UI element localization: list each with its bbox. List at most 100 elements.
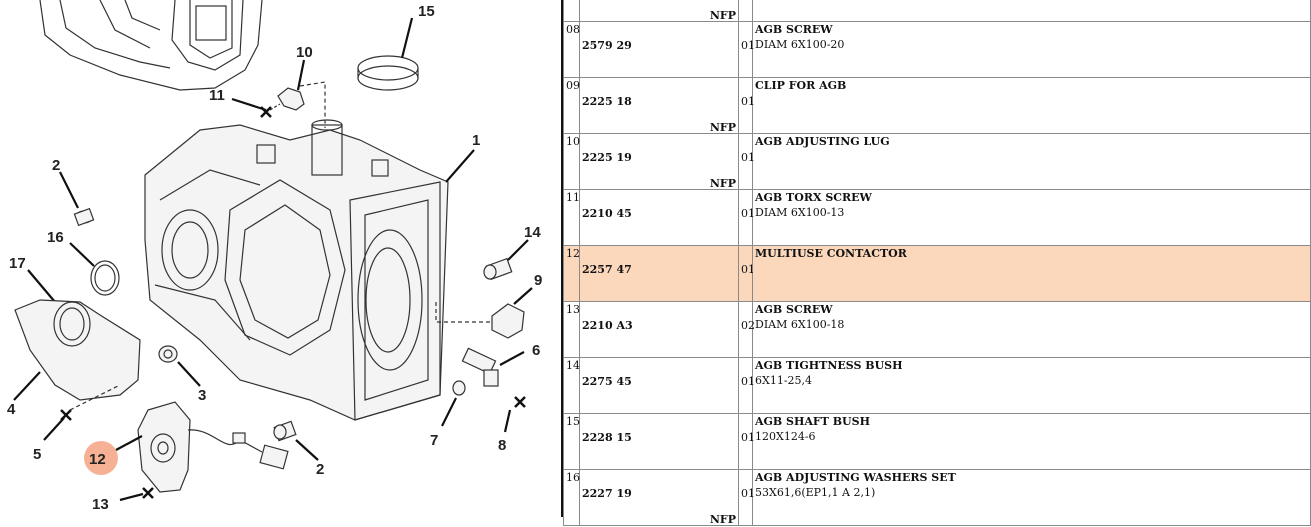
part-8-screw-drawing — [503, 396, 526, 433]
row-index-cell: 16 — [563, 469, 580, 526]
row-index-cell: 13 — [563, 301, 580, 358]
row-index-cell: 10 — [563, 133, 580, 190]
row-desc-cell: AGB ADJUSTING WASHERS SET 53X61,6(EP1,1 A… — [752, 469, 1311, 526]
row-qty-cell: 01 — [738, 469, 755, 526]
row-qty-cell: 01 — [738, 413, 755, 470]
nfp-tag: NFP — [709, 121, 736, 134]
callout-7[interactable]: 7 — [430, 432, 438, 449]
callout-3[interactable]: 3 — [198, 387, 206, 404]
part-reference[interactable]: 2225 19 — [582, 151, 632, 164]
part-name[interactable]: CLIP FOR AGB — [755, 79, 847, 92]
part-detail: 53X61,6(EP1,1 A 2,1) — [755, 486, 876, 499]
part-4-shield-plate-drawing — [13, 269, 141, 401]
part-reference[interactable]: 2210 A3 — [582, 319, 633, 332]
part-name[interactable]: AGB ADJUSTING WASHERS SET — [755, 471, 956, 484]
row-ref-cell: 2228 15 — [579, 413, 739, 470]
callout-15[interactable]: 15 — [418, 3, 435, 20]
row-desc-cell: MULTIUSE CONTACTOR — [752, 245, 1311, 302]
row-index-cell: 11 — [563, 189, 580, 246]
part-reference[interactable]: 2275 45 — [582, 375, 632, 388]
part-name[interactable]: AGB SHAFT BUSH — [755, 415, 870, 428]
row-qty-cell: 01 — [738, 21, 755, 78]
row-index-cell: 15 — [563, 413, 580, 470]
callout-1[interactable]: 1 — [472, 132, 480, 149]
callout-5[interactable]: 5 — [33, 446, 41, 463]
part-14-tightness-bush-drawing — [483, 239, 529, 281]
row-index: 15 — [566, 415, 580, 428]
callout-2[interactable]: 2 — [52, 157, 60, 174]
row-qty-cell: 01 — [738, 245, 755, 302]
callout-16[interactable]: 16 — [47, 229, 64, 246]
callout-8[interactable]: 8 — [498, 437, 506, 454]
callout-14[interactable]: 14 — [524, 224, 541, 241]
callout-11[interactable]: 11 — [209, 87, 225, 104]
part-2-dowel-drawing — [59, 171, 95, 227]
row-index: 11 — [566, 191, 580, 204]
callout-9[interactable]: 9 — [534, 272, 542, 289]
callout-12[interactable]: 12 — [89, 451, 106, 468]
callout-6[interactable]: 6 — [532, 342, 540, 359]
quantity: 01 — [741, 431, 755, 444]
row-index: 09 — [566, 79, 580, 92]
part-reference[interactable]: 2210 45 — [582, 207, 632, 220]
part-detail: DIAM 6X100-13 — [755, 206, 845, 219]
part-9-adjusting-lug-drawing — [435, 287, 533, 339]
part-detail: DIAM 6X100-20 — [755, 38, 845, 51]
diagram-svg: 15 10 11 1 2 16 17 14 9 6 3 4 5 7 8 12 1… — [7, 0, 542, 513]
part-name[interactable]: AGB SCREW — [755, 303, 833, 316]
row-qty-cell: 02 — [738, 301, 755, 358]
part-name[interactable]: AGB ADJUSTING LUG — [755, 135, 890, 148]
row-index: 16 — [566, 471, 580, 484]
part-name[interactable]: AGB TIGHTNESS BUSH — [755, 359, 903, 372]
part-detail: 120X124-6 — [755, 430, 816, 443]
row-index-cell — [563, 0, 580, 22]
row-ref-cell: NFP — [579, 0, 739, 22]
row-ref-cell: 2225 18 NFP — [579, 77, 739, 134]
callout-13[interactable]: 13 — [92, 496, 109, 513]
nfp-tag: NFP — [709, 177, 736, 190]
part-name[interactable]: AGB SCREW — [755, 23, 833, 36]
row-desc-cell: AGB SHAFT BUSH 120X124-6 — [752, 413, 1311, 470]
row-index-cell: 08 — [563, 21, 580, 78]
callout-4[interactable]: 4 — [7, 401, 16, 418]
row-qty-cell: 01 — [738, 133, 755, 190]
part-reference[interactable]: 2225 18 — [582, 95, 632, 108]
part-reference[interactable]: 2257 47 — [582, 263, 632, 276]
row-ref-cell: 2275 45 — [579, 357, 739, 414]
part-6-sensor-drawing — [461, 347, 525, 387]
callout-10[interactable]: 10 — [296, 44, 313, 61]
row-desc-cell: CLIP FOR AGB — [752, 77, 1311, 134]
part-3-bush-drawing — [158, 345, 201, 387]
callout-2-bottom[interactable]: 2 — [316, 461, 324, 478]
part-16-seal-drawing — [69, 242, 120, 296]
row-index: 10 — [566, 135, 580, 148]
quantity: 01 — [741, 375, 755, 388]
quantity: 02 — [741, 319, 755, 332]
table-row-partial: NFP — [563, 0, 1311, 22]
part-name[interactable]: MULTIUSE CONTACTOR — [755, 247, 907, 260]
quantity: 01 — [741, 39, 755, 52]
callout-17[interactable]: 17 — [9, 255, 26, 272]
part-reference[interactable]: 2579 29 — [582, 39, 632, 52]
row-qty-cell: 01 — [738, 189, 755, 246]
panel-divider — [561, 0, 563, 517]
part-reference[interactable]: 2227 19 — [582, 487, 632, 500]
part-7-bush-drawing — [441, 380, 466, 427]
part-15-shaft-bush-drawing — [357, 17, 419, 91]
part-name[interactable]: AGB TORX SCREW — [755, 191, 872, 204]
part-reference[interactable]: 2228 15 — [582, 431, 632, 444]
